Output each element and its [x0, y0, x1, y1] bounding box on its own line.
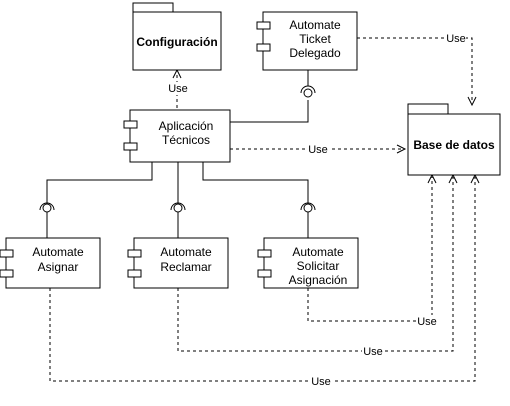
- use-label-app: Use: [308, 144, 328, 156]
- use-label-ticket: Use: [446, 33, 466, 45]
- ticket-line-3: Delegado: [289, 46, 341, 60]
- component-ticket-delegado: Automate Ticket Delegado: [256, 11, 358, 71]
- component-port-icon: [123, 142, 138, 151]
- package-configuracion-label: Configuración: [136, 35, 217, 49]
- component-port-icon: [0, 249, 14, 258]
- component-port-icon: [127, 249, 142, 258]
- component-port-icon: [0, 269, 14, 278]
- component-solicitar-asignacion: Automate Solicitar Asignación: [257, 237, 359, 289]
- component-aplicacion-tecnicos: Aplicación Técnicos: [123, 109, 231, 163]
- dependency-asignar-to-db: Use: [49, 173, 480, 388]
- asignar-line-1: Automate: [32, 245, 84, 259]
- use-label-config: Use: [168, 83, 188, 95]
- component-port-icon: [123, 120, 138, 129]
- interface-ticket-delegado: [230, 70, 316, 123]
- interface-reclamar: [170, 202, 186, 238]
- solicitar-line-3: Asignación: [289, 273, 348, 287]
- ticket-line-2: Ticket: [299, 32, 331, 46]
- component-reclamar: Automate Reclamar: [127, 237, 229, 289]
- dependency-app-to-db: Use: [230, 143, 407, 156]
- component-port-icon: [256, 43, 271, 52]
- interface-bus: [46, 162, 309, 203]
- use-label-solicitar: Use: [417, 316, 437, 328]
- interface-solicitar: [300, 202, 316, 238]
- component-asignar: Automate Asignar: [0, 237, 101, 289]
- ticket-line-1: Automate: [289, 18, 341, 32]
- dependency-ticket-to-db: Use: [357, 32, 477, 107]
- package-configuracion: Configuración: [132, 2, 222, 71]
- package-base-de-datos-label: Base de datos: [413, 138, 495, 152]
- package-base-de-datos: Base de datos: [407, 103, 501, 176]
- dependency-solicitar-to-db: Use: [307, 173, 438, 328]
- interface-asignar: [39, 202, 55, 238]
- solicitar-line-2: Solicitar: [297, 259, 340, 273]
- use-label-reclamar: Use: [363, 346, 383, 358]
- reclamar-line-2: Reclamar: [160, 260, 211, 274]
- reclamar-line-1: Automate: [160, 245, 212, 259]
- solicitar-line-1: Automate: [292, 245, 344, 259]
- component-port-icon: [127, 269, 142, 278]
- aplicacion-line-2: Técnicos: [162, 133, 210, 147]
- asignar-line-2: Asignar: [38, 260, 79, 274]
- component-port-icon: [256, 21, 271, 30]
- component-port-icon: [257, 249, 272, 258]
- use-label-asignar: Use: [311, 376, 331, 388]
- aplicacion-line-1: Aplicación: [159, 119, 214, 133]
- dependency-app-to-config: Use: [168, 68, 188, 108]
- component-port-icon: [257, 269, 272, 278]
